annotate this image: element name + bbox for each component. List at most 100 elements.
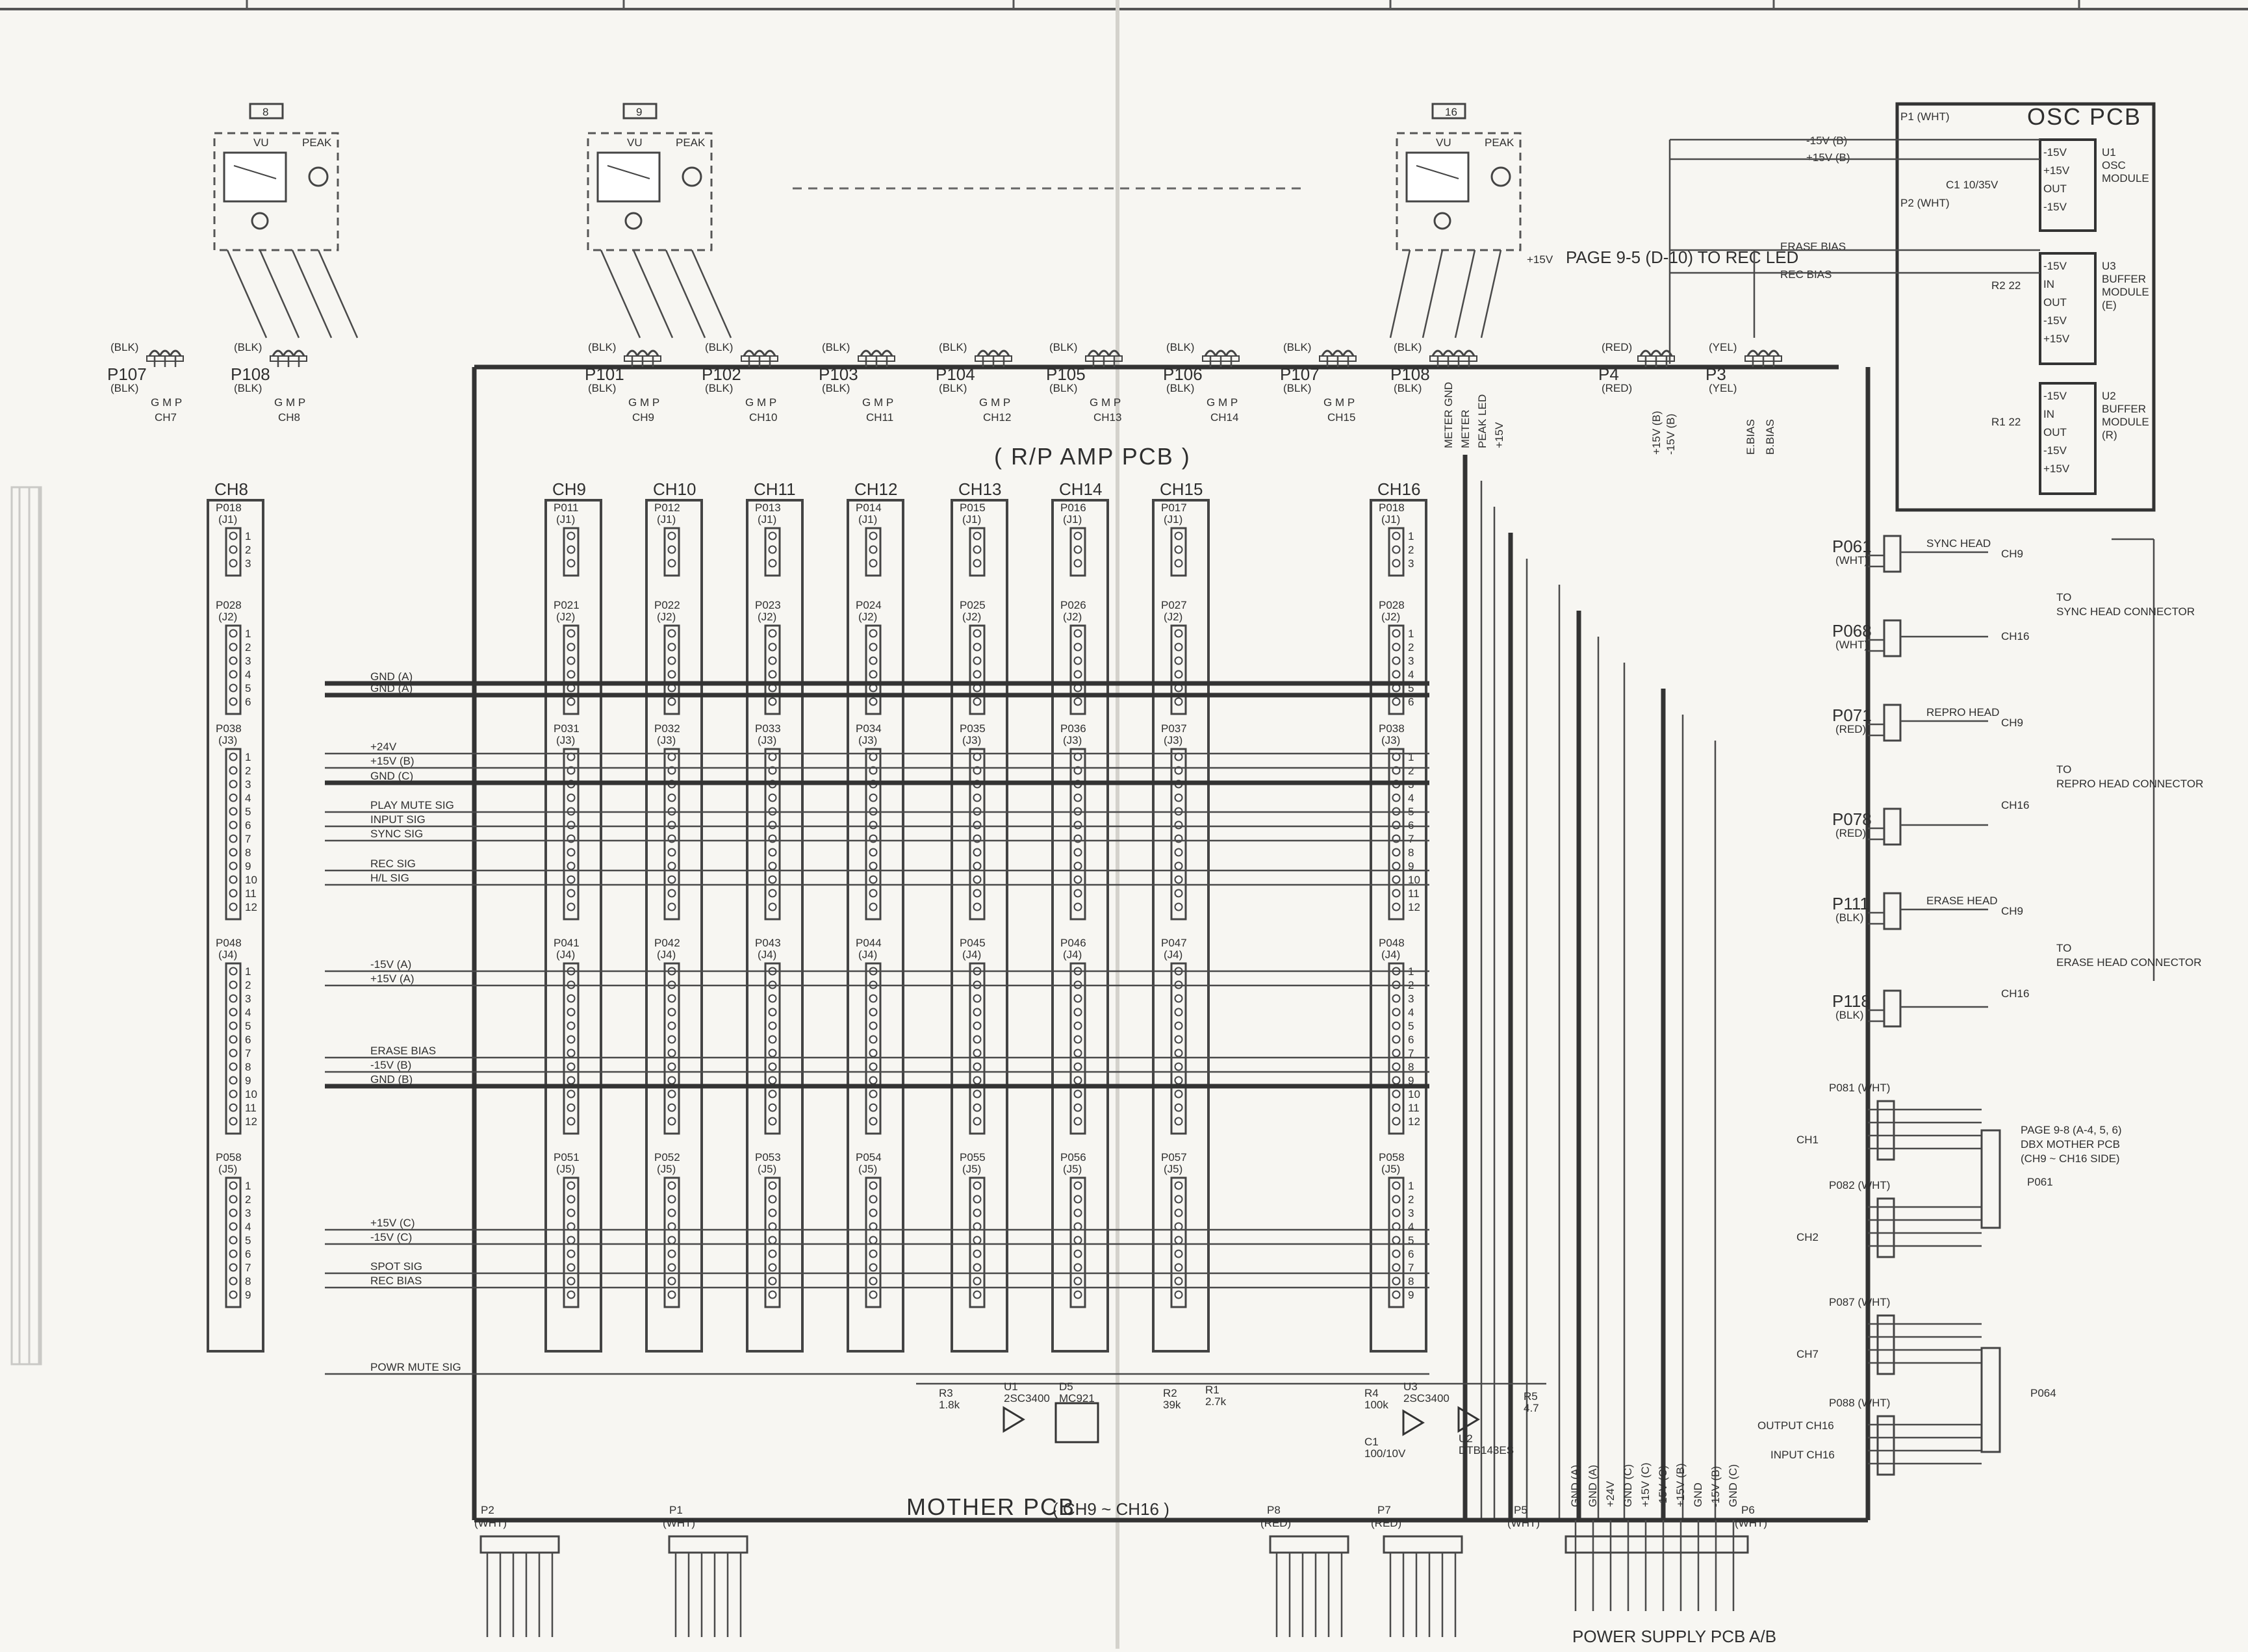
head-dest-2: SYNC HEAD CONNECTOR <box>2056 605 2195 618</box>
module-0 <box>2039 138 2097 232</box>
power-pin-label: GND (A) <box>1587 1465 1599 1507</box>
component-label: U1 <box>1004 1380 1018 1393</box>
meter-id: 9 <box>636 106 642 118</box>
svg-text:1: 1 <box>1408 530 1414 542</box>
bus-13: -15V (B) <box>325 1059 1429 1073</box>
component-label: R5 <box>1524 1390 1538 1403</box>
bus-0: GND (A) <box>325 670 1429 686</box>
connector-color-2: (BLK) <box>1283 382 1311 394</box>
jack-id: (J2) <box>556 611 575 623</box>
bus-18: REC BIAS <box>325 1275 1429 1289</box>
channel-board <box>1370 499 1427 1353</box>
connector-color: (BLK) <box>939 341 967 353</box>
connector-ch: CH8 <box>278 411 300 424</box>
jack-id: (J1) <box>218 513 237 526</box>
module-pin: OUT <box>2043 426 2067 438</box>
power-pin-label: GND (C) <box>1727 1464 1739 1507</box>
jack-id: (J2) <box>657 611 676 623</box>
head-color: (RED) <box>1835 723 1866 735</box>
jack-name: P054 <box>856 1151 882 1163</box>
svg-text:1: 1 <box>245 1180 251 1192</box>
channel-ch14: CH14P016(J1)P026(J2)P036(J3)P046(J4)P056… <box>1051 479 1109 1353</box>
channel-board <box>746 499 804 1353</box>
svg-text:3: 3 <box>1408 993 1414 1005</box>
head-p: P111 <box>1832 894 1869 913</box>
lamp-icon <box>1433 212 1451 230</box>
jack-name: P033 <box>755 722 781 735</box>
channel-board <box>645 499 703 1353</box>
jack-id: (J2) <box>758 611 776 623</box>
component-label: 2.7k <box>1205 1395 1227 1408</box>
jack-id: (J3) <box>657 734 676 746</box>
svg-text:9: 9 <box>245 1289 251 1301</box>
channel-label: CH13 <box>958 479 1001 499</box>
bottom-conn: P8 <box>1267 1504 1281 1516</box>
vu-label: VU <box>253 136 269 149</box>
bus-17: SPOT SIG <box>325 1260 1429 1275</box>
jack-name: P036 <box>1060 722 1086 735</box>
dbx-ch2: CH2 <box>1796 1231 1819 1243</box>
bus-label: H/L SIG <box>370 872 409 884</box>
osc-p2: P2 (WHT) <box>1900 197 1950 209</box>
jack-id: (J1) <box>556 513 575 526</box>
jack-block <box>563 962 580 1135</box>
component-label: R4 <box>1364 1387 1379 1399</box>
svg-text:6: 6 <box>245 819 251 832</box>
bus-3: +15V (B) <box>325 755 1429 769</box>
svg-text:8: 8 <box>1408 1275 1414 1288</box>
bus-label: -15V (C) <box>370 1231 412 1243</box>
p108-pin-label: METER <box>1459 410 1472 449</box>
svg-text:7: 7 <box>245 1047 251 1060</box>
svg-text:3: 3 <box>1408 1207 1414 1219</box>
jack-name: P018 <box>216 502 242 514</box>
connector-ch: CH7 <box>155 411 177 424</box>
d5-block <box>1054 1402 1099 1443</box>
svg-text:4: 4 <box>1408 1221 1414 1233</box>
osc-title: OSC PCB <box>2027 103 2141 130</box>
svg-text:6: 6 <box>1408 696 1414 708</box>
module-pin: IN <box>2043 408 2054 420</box>
bus-2: +24V <box>325 741 1429 755</box>
connector-pins: G M P <box>274 396 305 409</box>
jack-name: P058 <box>216 1151 242 1163</box>
svg-text:3: 3 <box>245 993 251 1005</box>
bus-7: SYNC SIG <box>325 828 1429 842</box>
jack-id: (J1) <box>1381 513 1400 526</box>
channel-ch13: CH13P015(J1)P025(J2)P035(J3)P045(J4)P055… <box>951 479 1008 1353</box>
jack-block <box>764 962 781 1135</box>
osc-recb: REC BIAS <box>1780 268 1832 281</box>
module-pin: -15V <box>2043 390 2067 402</box>
jack-block <box>1069 748 1086 921</box>
head-top: CH9 <box>2001 717 2023 729</box>
module-label: U1 <box>2102 146 2116 159</box>
jack-block <box>1069 1176 1086 1308</box>
svg-text:1: 1 <box>245 965 251 978</box>
head-color: (WHT) <box>1835 554 1868 566</box>
module-pin: +15V <box>2043 333 2070 345</box>
connector-color-2: (BLK) <box>705 382 733 394</box>
bottom-conn: P6 <box>1741 1504 1755 1516</box>
channel-ch8: CH8P018(J1)123P028(J2)123456P038(J3)1234… <box>207 479 264 1353</box>
svg-text:10: 10 <box>1408 1088 1420 1100</box>
osc-in2: +15V (B) <box>1806 151 1850 164</box>
module-label: OSC <box>2102 159 2126 172</box>
jack-name: P024 <box>856 599 882 611</box>
meter-housing <box>213 132 339 251</box>
jack-name: P052 <box>654 1151 680 1163</box>
transistor-icon <box>1003 1406 1025 1433</box>
jack-name: P056 <box>1060 1151 1086 1163</box>
module-pin: -15V <box>2043 146 2067 159</box>
head-connector-p068: P068(WHT) <box>1832 619 1988 657</box>
jack-name: P023 <box>755 599 781 611</box>
connector-pins: G M P <box>745 396 776 409</box>
jack-id: (J3) <box>758 734 776 746</box>
peak-label: PEAK <box>676 136 706 149</box>
jack-name: P042 <box>654 937 680 949</box>
channel-ch10: CH10P012(J1)P022(J2)P032(J3)P042(J4)P052… <box>645 479 703 1353</box>
jack-id: (J4) <box>758 948 776 961</box>
jack-id: (J3) <box>962 734 981 746</box>
head-top: CH9 <box>2001 548 2023 560</box>
